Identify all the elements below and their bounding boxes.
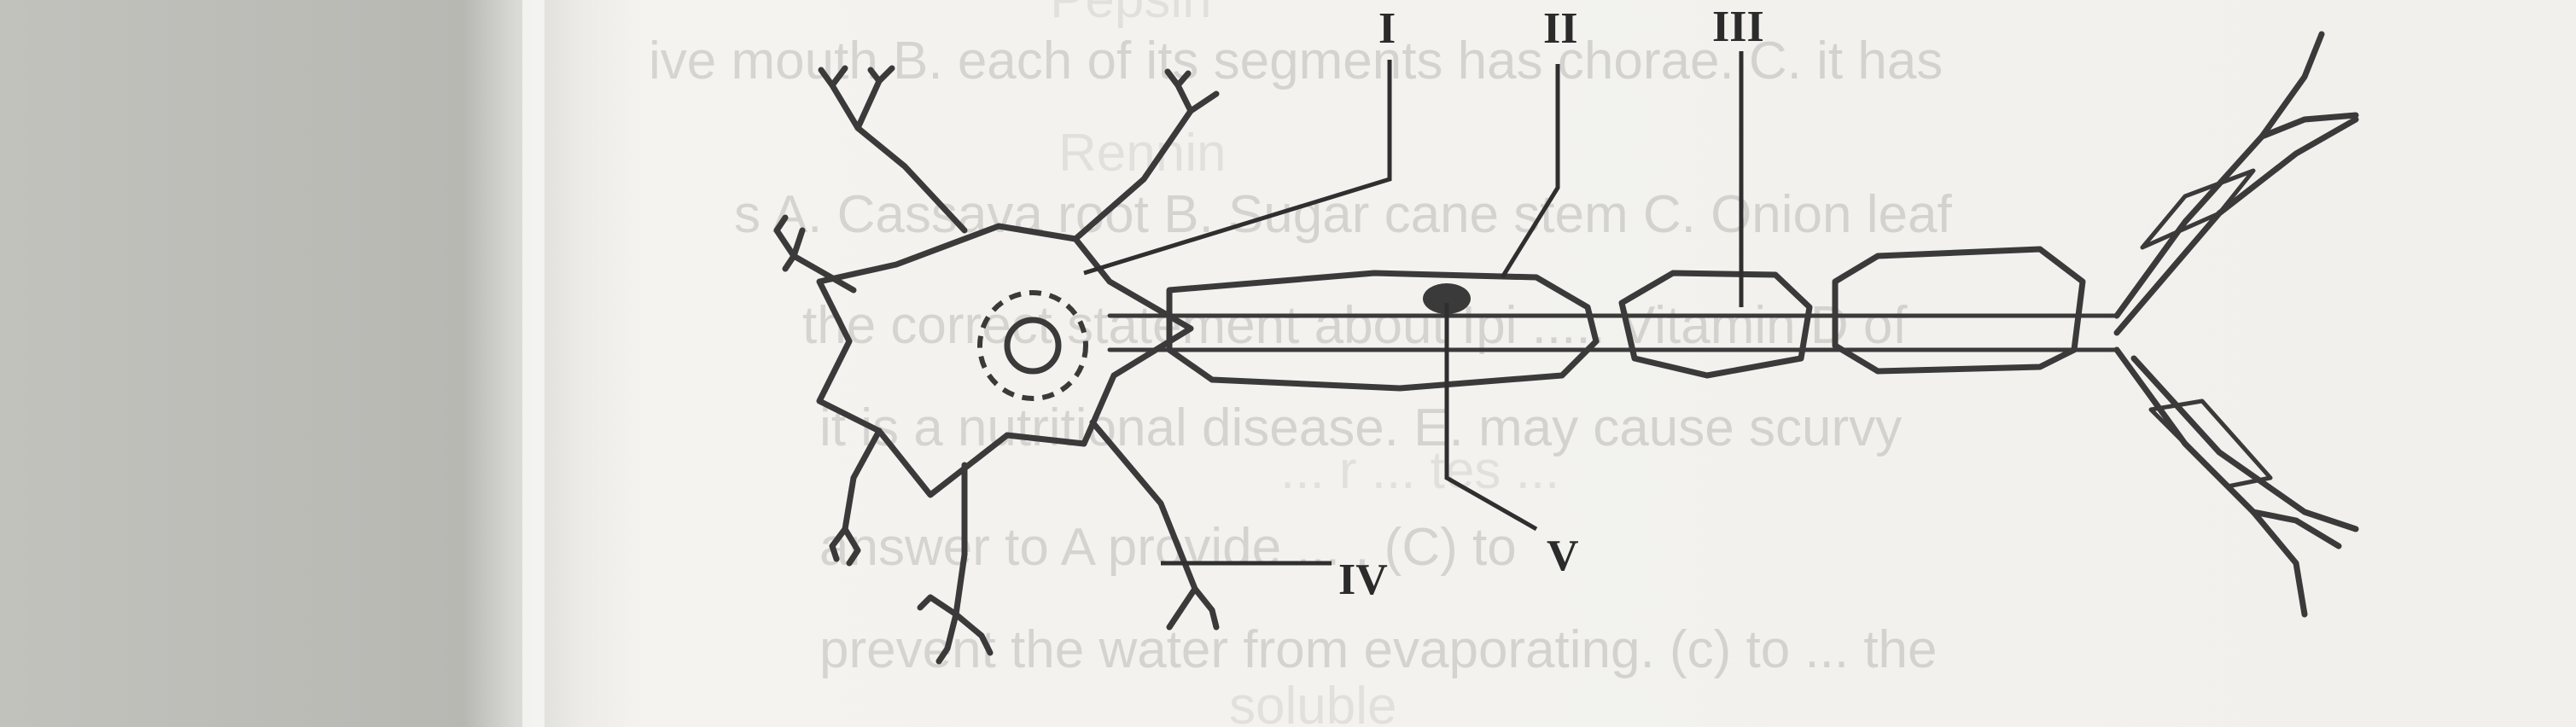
terminal-sheath-2 [2148,398,2273,489]
label-iv: IV [1338,555,1388,604]
ghost-line-8: prevent the water from evaporating. (c) … [819,620,1938,679]
leader-line-ii [1500,64,1560,279]
axon [1107,246,2119,392]
ghost-line-2: ive mouth B. each of its segments has ch… [649,32,1943,90]
axon-terminals [2113,31,2359,618]
ghost-line-1: Rennin [1058,124,1226,183]
myelin-sheath-1 [1166,270,1600,392]
cell-body [816,223,1194,498]
label-iii: III [1712,3,1764,51]
label-ii: II [1543,4,1577,53]
schwann-cell-nucleus [1423,283,1471,314]
ghost-line-5: it is a nutritional disease. E. may caus… [819,398,1902,457]
label-i: I [1378,4,1396,53]
myelin-sheath-3 [1832,246,2086,375]
leader-lines [1083,51,1744,566]
leader-line-i [1083,60,1392,276]
terminal-sheath-1 [2140,168,2256,250]
ghost-line-9: soluble [1229,677,1396,727]
ghost-line-0: Pepsin [1050,0,1212,29]
page-edge-highlight [522,0,545,727]
diagram-labels: I II III IV V [1338,3,1764,604]
dendrites [773,65,1220,665]
nucleolus [1004,317,1062,375]
nucleus-outline [977,290,1088,401]
leader-line-v [1444,303,1538,532]
myelin-sheath-2 [1618,270,1813,379]
label-v: V [1547,532,1579,580]
ghost-line-4: the correct statement about Ipi ..... Vi… [802,296,1908,355]
ghost-line-7: ... r ... tes ... [1280,441,1559,500]
